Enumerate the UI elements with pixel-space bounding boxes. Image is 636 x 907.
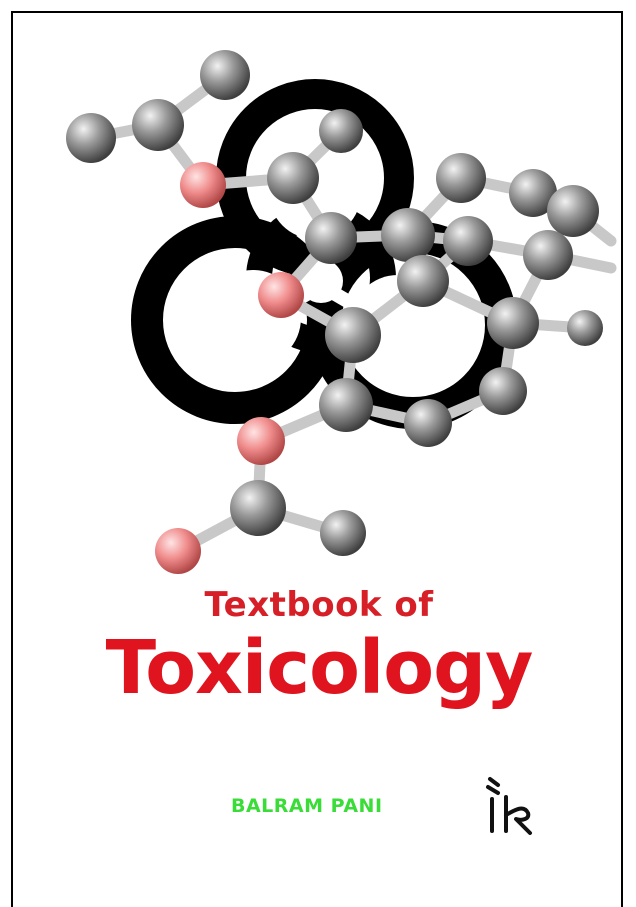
book-subtitle: Textbook of	[204, 585, 434, 625]
molecule-atoms	[66, 50, 603, 574]
book-title: Toxicology	[105, 625, 534, 711]
cover-illustration	[66, 50, 617, 574]
publisher-logo-icon	[486, 777, 532, 835]
book-cover: Textbook of Toxicology BALRAM PANI	[11, 11, 623, 907]
book-author: BALRAM PANI	[231, 795, 383, 817]
